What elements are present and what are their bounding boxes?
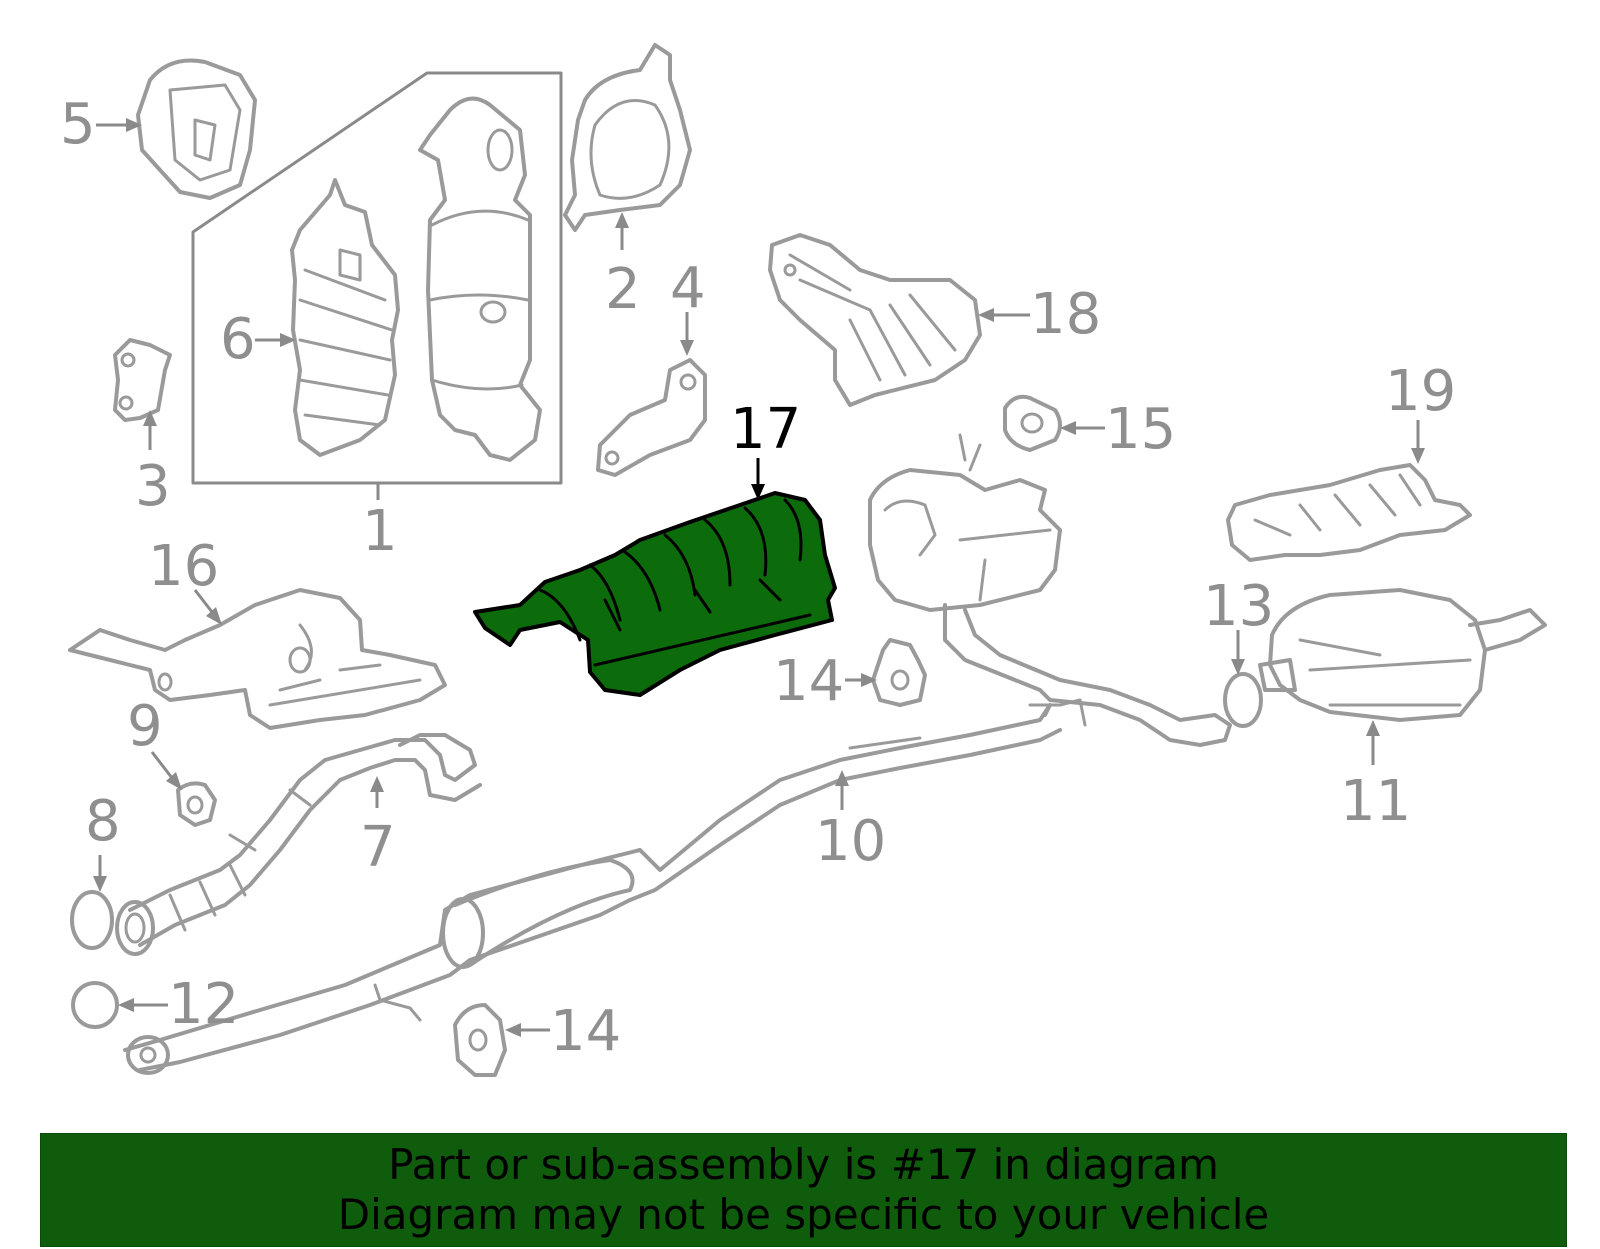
part-7-front-pipe[interactable] [115, 733, 482, 956]
part-16-heat-shield[interactable] [68, 588, 447, 730]
callout-18: 18 [1030, 282, 1101, 347]
rear-muffler-left[interactable] [868, 433, 1232, 747]
part-14-hanger-lower[interactable] [453, 1003, 507, 1077]
part-12-gasket[interactable] [71, 981, 119, 1029]
callout-14-lower: 14 [550, 999, 621, 1064]
catalytic-converter[interactable] [418, 96, 542, 462]
callout-5: 5 [60, 92, 96, 157]
callout-3: 3 [135, 454, 171, 519]
callout-leaders [93, 118, 1425, 1037]
callout-12: 12 [168, 972, 239, 1037]
callout-17: 17 [730, 397, 801, 462]
callout-19: 19 [1385, 359, 1456, 424]
callout-15: 15 [1105, 397, 1176, 462]
callout-10: 10 [815, 809, 886, 874]
callout-16: 16 [148, 534, 219, 599]
part-2-gasket[interactable] [563, 43, 692, 232]
part-10-center-pipe[interactable] [123, 698, 1087, 1075]
part-14-hanger-upper[interactable] [871, 638, 927, 707]
part-8-gasket[interactable] [70, 890, 114, 950]
callout-1: 1 [362, 499, 398, 564]
part-17-heat-shield-highlighted[interactable] [473, 491, 837, 697]
callout-2: 2 [605, 257, 641, 322]
part-18-heat-shield[interactable] [768, 233, 982, 407]
callout-14-upper: 14 [773, 649, 844, 714]
part-3-bracket[interactable] [113, 338, 172, 422]
info-banner: Part or sub-assembly is #17 in diagram D… [40, 1133, 1567, 1247]
callout-11: 11 [1340, 769, 1411, 834]
banner-line-part: Part or sub-assembly is #17 in diagram [388, 1140, 1219, 1189]
callout-7: 7 [360, 815, 396, 880]
part-4-bracket[interactable] [596, 358, 707, 477]
callout-9: 9 [127, 694, 163, 759]
part-15-hanger[interactable] [1003, 394, 1062, 452]
callout-4: 4 [670, 256, 706, 321]
callout-6: 6 [220, 307, 256, 372]
exhaust-parts-diagram: 5 2 4 6 3 1 18 15 19 17 16 13 14 9 7 10 … [60, 43, 1547, 1077]
part-13-gasket[interactable] [1223, 672, 1263, 728]
banner-line-disclaimer: Diagram may not be specific to your vehi… [337, 1190, 1270, 1239]
callout-13: 13 [1203, 574, 1274, 639]
part-6-converter-shield[interactable] [290, 178, 400, 457]
assembly-1-frame [191, 71, 563, 485]
part-9-hanger[interactable] [176, 781, 217, 827]
part-5-cover[interactable] [136, 58, 257, 200]
callout-labels: 5 2 4 6 3 1 18 15 19 17 16 13 14 9 7 10 … [60, 92, 1456, 1064]
part-11-rear-muffler[interactable] [1258, 588, 1547, 722]
callout-8: 8 [85, 789, 121, 854]
part-19-heat-shield[interactable] [1226, 463, 1472, 562]
